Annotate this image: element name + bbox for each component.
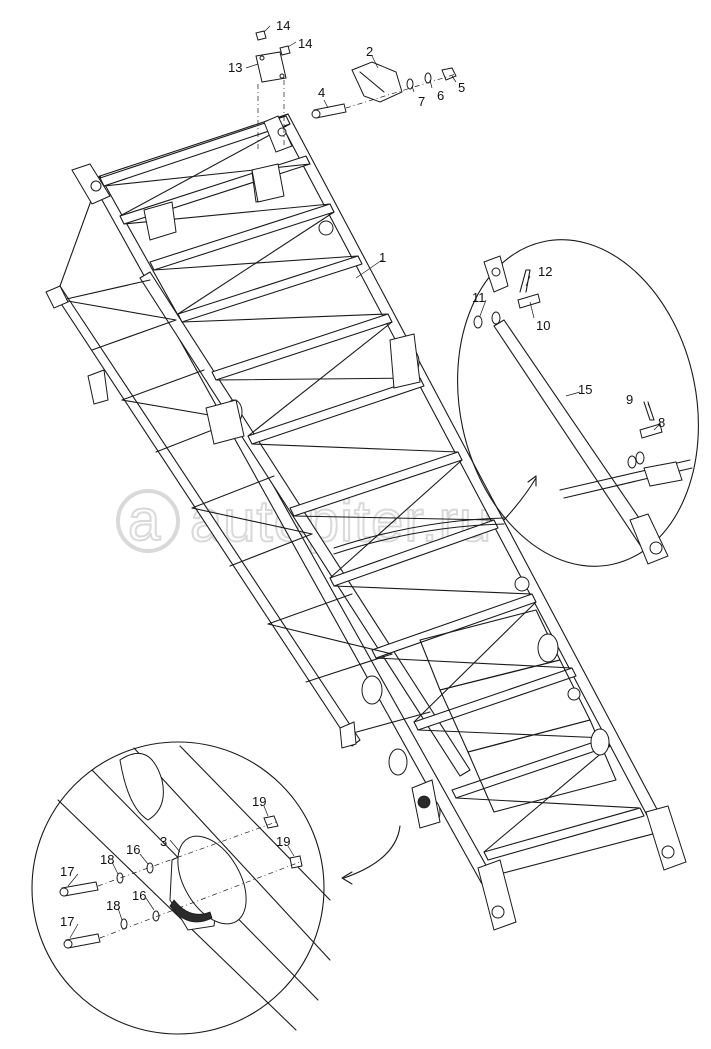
callout-19b: 19 — [276, 834, 290, 849]
callout-5: 5 — [458, 80, 465, 95]
callout-2: 2 — [366, 44, 373, 59]
callout-12: 12 — [538, 264, 552, 279]
cotter-item-9 — [643, 401, 655, 421]
washer-item-16b — [152, 910, 160, 922]
boom-head-lugs — [45, 115, 293, 405]
callout-16b: 16 — [132, 888, 146, 903]
lattice-boom-section — [45, 113, 687, 931]
washer-item-16a — [146, 862, 154, 874]
callout-10: 10 — [536, 318, 550, 333]
nut-item-19a — [263, 815, 279, 829]
callout-14b: 14 — [298, 36, 312, 51]
pin-item-10 — [517, 293, 541, 309]
nut-item-19b — [289, 855, 303, 869]
callout-3: 3 — [160, 834, 167, 849]
top-exploded-parts — [251, 30, 457, 203]
callout-labels: 1 2 3 4 5 6 7 8 9 10 11 12 13 14 14 15 1… — [60, 18, 665, 929]
watermark-logo-ring — [116, 489, 180, 553]
callout-9: 9 — [626, 392, 633, 407]
washer-item-11 — [473, 315, 483, 329]
callout-17b: 17 — [60, 914, 74, 929]
callout-7: 7 — [418, 94, 425, 109]
detail-oval-pendant — [457, 239, 699, 567]
watermark-logo-letter: a — [128, 488, 161, 553]
boom-inner-frames — [419, 609, 617, 813]
sheave-teeth — [169, 899, 213, 923]
callout-11: 11 — [472, 290, 486, 305]
washer-item-18a — [116, 872, 124, 884]
callout-13: 13 — [228, 60, 242, 75]
pendant-bar-item-15 — [493, 319, 655, 549]
bolt-item-14a — [255, 30, 267, 41]
boom-foot-lugs — [339, 721, 687, 931]
detail-arrow-sheave — [343, 825, 401, 879]
callout-8: 8 — [658, 415, 665, 430]
washer-item-18b — [120, 918, 128, 930]
detail-circle-sheave — [31, 741, 401, 1035]
bolt-item-14b — [279, 45, 291, 56]
nut-item-5 — [441, 67, 457, 81]
callout-19a: 19 — [252, 794, 266, 809]
washer-item-7 — [406, 78, 414, 90]
callout-4: 4 — [318, 85, 325, 100]
leader-lines — [67, 25, 661, 939]
detail-arrow-pendant — [503, 477, 537, 521]
detail-oval-outline — [457, 239, 699, 567]
bracket-item-2 — [351, 61, 403, 103]
callout-16a: 16 — [126, 842, 140, 857]
detail-circle-outline — [31, 741, 325, 1035]
callout-15: 15 — [578, 382, 592, 397]
callout-18a: 18 — [100, 852, 114, 867]
callout-6: 6 — [437, 88, 444, 103]
pendant-routing-arrow — [333, 517, 505, 549]
callout-17a: 17 — [60, 864, 74, 879]
boom-cross-members — [99, 115, 645, 861]
callout-1: 1 — [379, 250, 386, 265]
cotter-item-12 — [519, 269, 531, 293]
boom-brackets — [143, 165, 581, 829]
callout-18b: 18 — [106, 898, 120, 913]
callout-14a: 14 — [276, 18, 290, 33]
